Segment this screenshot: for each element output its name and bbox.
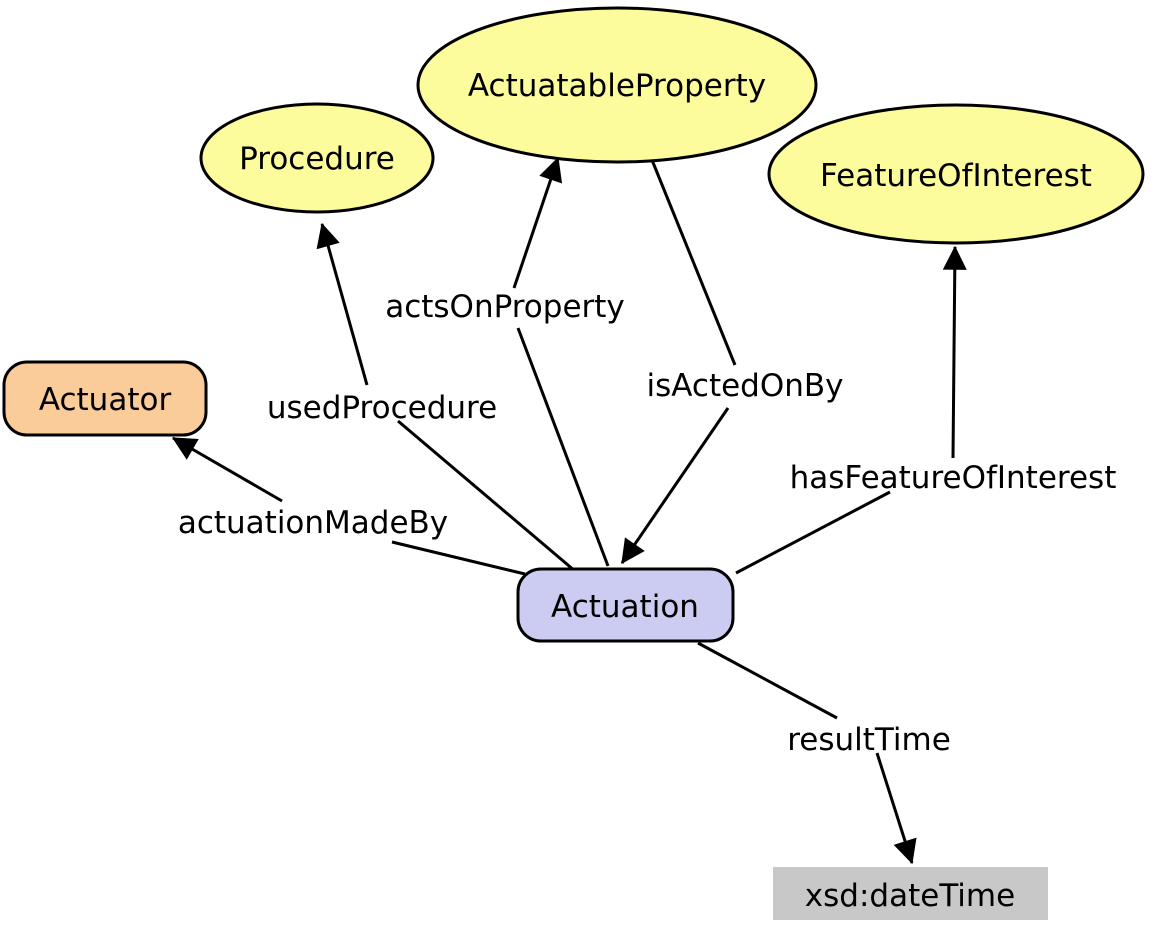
node-procedure-shape <box>199 102 435 214</box>
node-feature-of-interest-label: FeatureOfInterest <box>820 158 1092 194</box>
node-actuatable-property-label: ActuatableProperty <box>468 68 766 104</box>
edge-acts-on-property: actsOnProperty <box>385 156 625 567</box>
edge-acts-on-property-tail <box>516 327 610 567</box>
edge-is-acted-on-by-head <box>620 407 730 564</box>
node-actuatable-property-shape <box>416 6 818 164</box>
edge-used-procedure: usedProcedure <box>267 222 576 573</box>
edge-result-time-head <box>875 752 917 865</box>
edge-actuation-made-by-head <box>171 436 283 503</box>
node-actuation: Actuation <box>516 567 735 643</box>
edge-has-feature-of-interest-head <box>942 245 967 459</box>
edge-has-feature-of-interest-tail <box>735 490 891 575</box>
node-actuator-label: Actuator <box>39 382 172 418</box>
edge-has-feature-of-interest: hasFeatureOfInterest <box>735 245 1117 575</box>
edge-actuation-made-by-tail <box>391 540 526 576</box>
node-xsd-datetime-shape <box>773 867 1048 920</box>
edge-result-time-tail <box>697 641 838 720</box>
edge-acts-on-property-head <box>512 156 563 289</box>
node-xsd-datetime: xsd:dateTime <box>773 867 1048 920</box>
edge-label-used-procedure: usedProcedure <box>267 390 497 426</box>
node-actuation-label: Actuation <box>551 589 699 625</box>
edge-label-actuation-made-by: actuationMadeBy <box>178 505 448 541</box>
edge-label-result-time: resultTime <box>787 722 951 758</box>
edge-actuation-made-by: actuationMadeBy <box>171 436 526 576</box>
node-procedure-label: Procedure <box>239 141 395 177</box>
edge-is-acted-on-by: isActedOnBy <box>620 159 844 564</box>
edge-is-acted-on-by-tail <box>650 159 737 366</box>
node-actuator-shape <box>2 360 208 437</box>
edge-result-time: resultTime <box>697 641 951 865</box>
node-procedure: Procedure <box>199 102 435 214</box>
edge-label-has-feature-of-interest: hasFeatureOfInterest <box>790 460 1117 496</box>
node-actuation-shape <box>516 567 735 643</box>
edge-used-procedure-head <box>316 222 369 386</box>
node-actuatable-property: ActuatableProperty <box>416 6 818 164</box>
node-feature-of-interest-shape <box>767 103 1145 245</box>
node-feature-of-interest: FeatureOfInterest <box>767 103 1145 245</box>
edge-label-is-acted-on-by: isActedOnBy <box>646 368 843 404</box>
edge-used-procedure-tail <box>397 419 576 573</box>
node-actuator: Actuator <box>2 360 208 437</box>
edge-label-acts-on-property: actsOnProperty <box>385 289 625 325</box>
node-xsd-datetime-label: xsd:dateTime <box>805 878 1015 914</box>
